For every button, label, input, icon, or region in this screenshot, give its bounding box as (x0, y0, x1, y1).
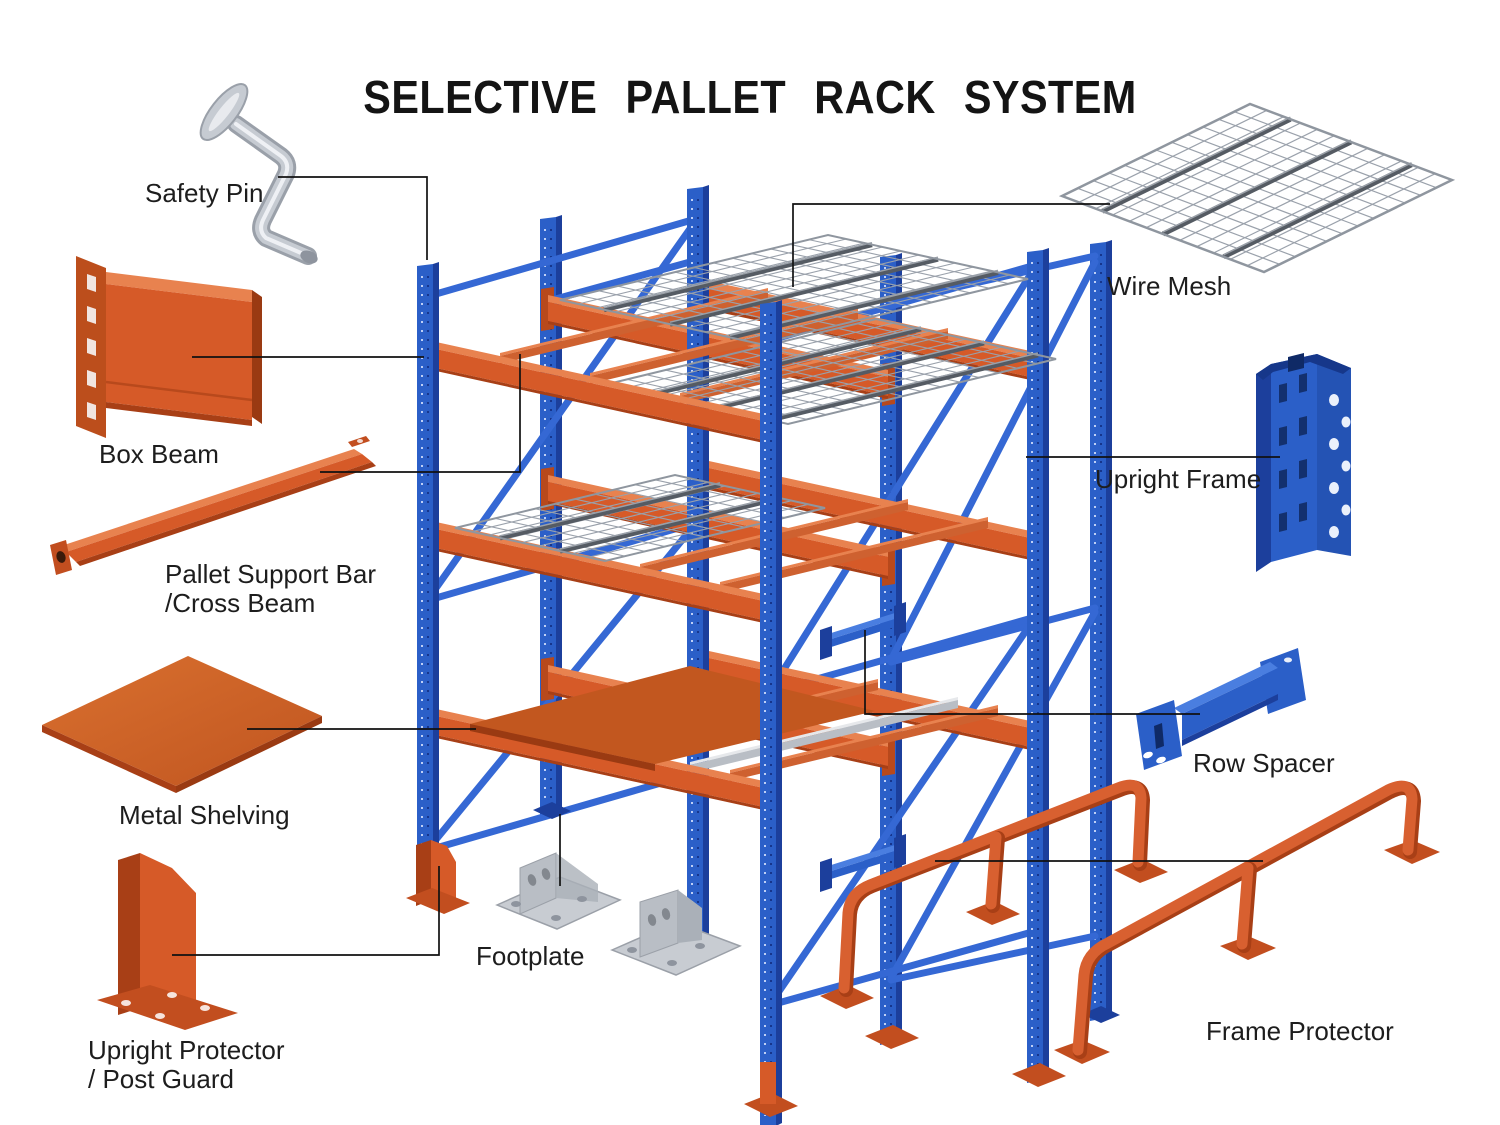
metal-shelving-illustration (42, 656, 322, 793)
frame-protector-illustration (1054, 780, 1440, 1064)
label-pallet-support-bar: Pallet Support Bar /Cross Beam (165, 559, 377, 618)
upright-protector-illustration (97, 853, 238, 1030)
label-wire-mesh: Wire Mesh (1107, 271, 1232, 301)
label-footplate: Footplate (476, 941, 585, 971)
label-upright-frame: Upright Frame (1095, 464, 1262, 494)
label-frame-protector: Frame Protector (1206, 1016, 1394, 1046)
pallet-support-bar-illustration (50, 436, 376, 575)
upright-frame-illustration (1256, 353, 1351, 572)
wire-mesh-illustration (1058, 102, 1456, 274)
leader-pallet-support-bar (320, 354, 521, 473)
page-title: SELECTIVE PALLET RACK SYSTEM (363, 71, 1137, 123)
leader-upright-protector (172, 866, 440, 956)
leader-wire-mesh (792, 203, 1110, 287)
footplate-illustration (495, 852, 742, 976)
label-row-spacer: Row Spacer (1193, 748, 1335, 778)
pallet-rack-illustration (406, 185, 1168, 1125)
row-spacer-illustration (1136, 648, 1306, 770)
safety-pin-illustration (199, 83, 318, 265)
leader-row-spacer (864, 630, 1200, 715)
label-upright-protector: Upright Protector / Post Guard (88, 1035, 285, 1094)
label-metal-shelving: Metal Shelving (119, 800, 290, 830)
label-safety-pin: Safety Pin (145, 178, 264, 208)
box-beam-illustration (76, 256, 262, 438)
leader-safety-pin (278, 176, 428, 260)
label-box-beam: Box Beam (99, 439, 219, 469)
